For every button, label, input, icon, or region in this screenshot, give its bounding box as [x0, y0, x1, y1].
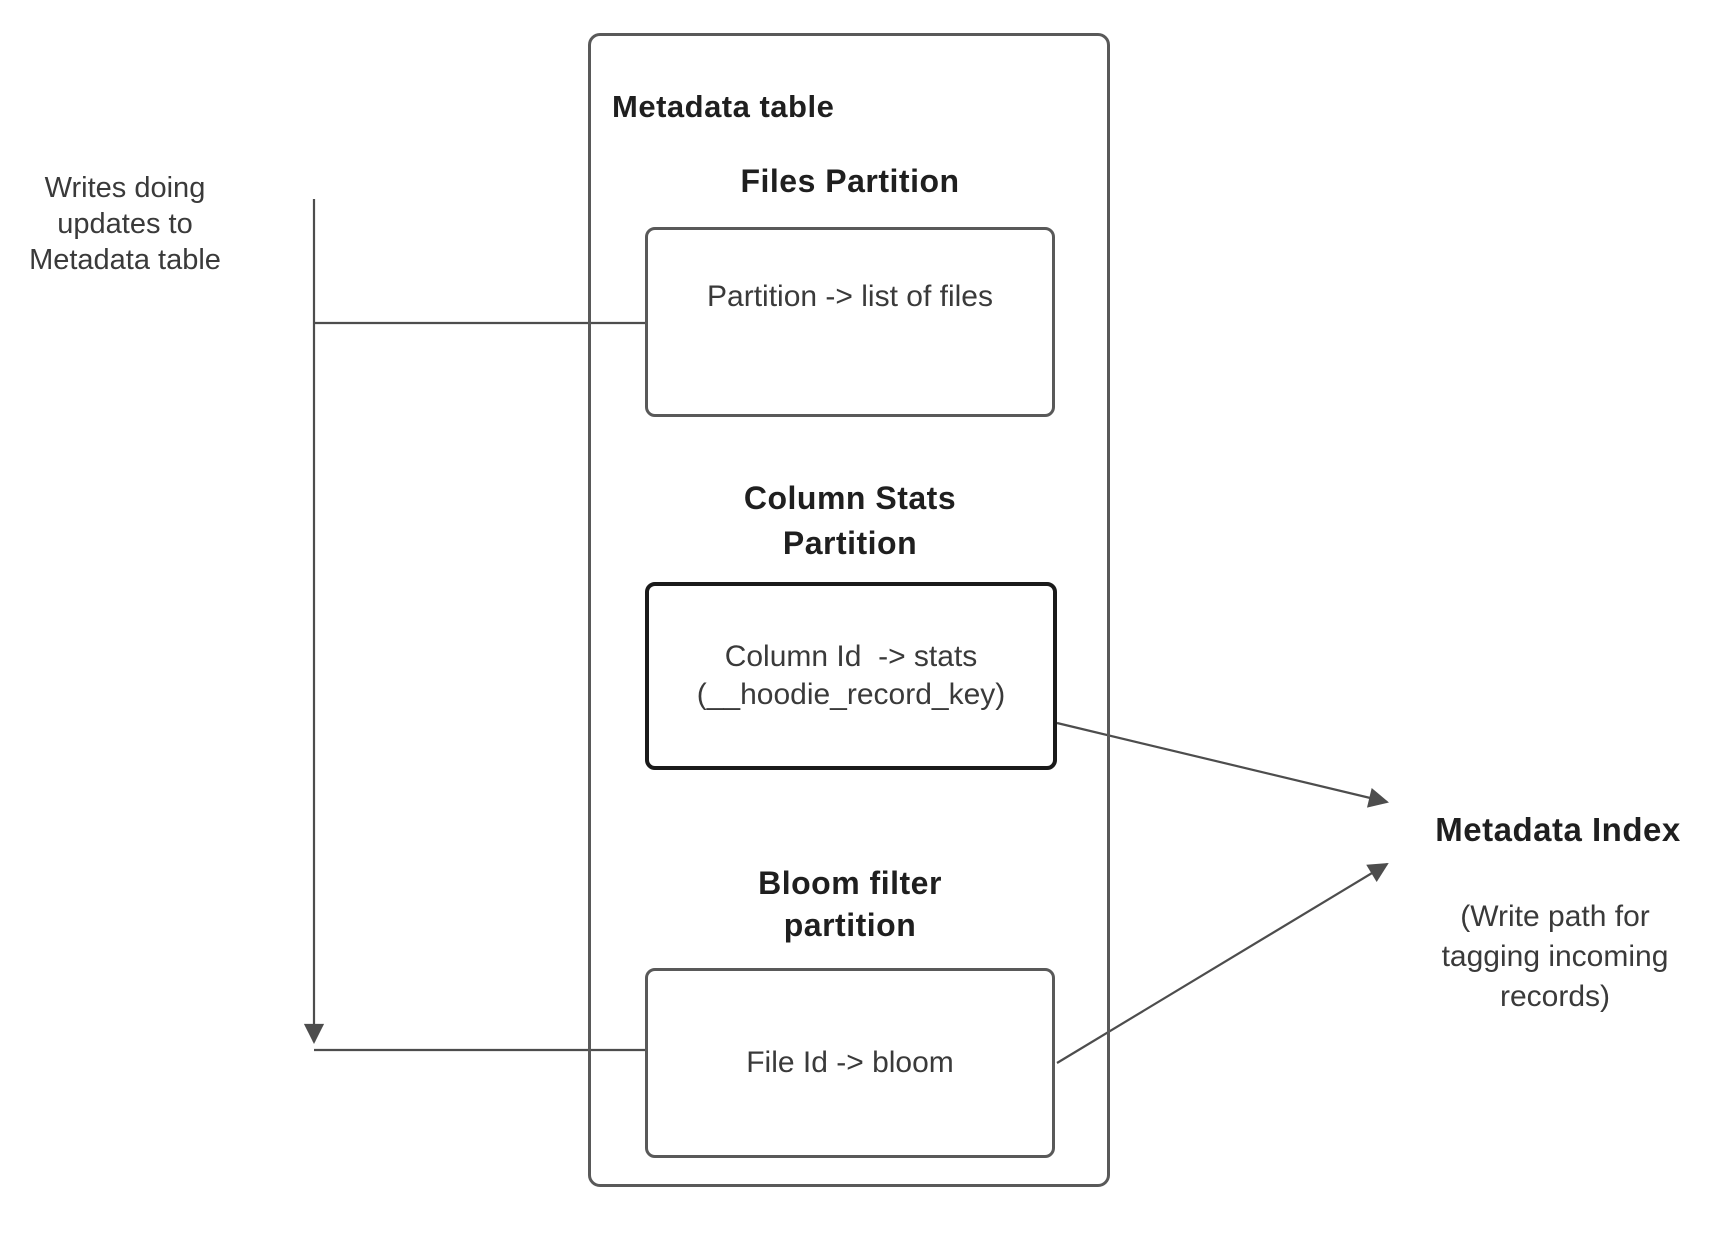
column-stats-to-index-arrow — [1056, 721, 1389, 808]
column-stats-partition-box-text: Column Id -> stats (__hoodie_record_key) — [696, 640, 1006, 711]
metadata-index-subtitle: (Write path for tagging incoming records… — [1441, 900, 1669, 1013]
files-partition-heading: Files Partition — [740, 163, 960, 199]
bloom-to-index-arrow — [1056, 862, 1389, 1064]
files-partition-box-text: Partition -> list of files — [707, 280, 993, 313]
column-stats-partition-box: Column Id -> stats (__hoodie_record_key) — [645, 582, 1057, 770]
bloom-filter-partition-box-text: File Id -> bloom — [746, 1046, 954, 1079]
metadata-index-title: Metadata Index — [1435, 811, 1681, 848]
files-partition-box: Partition -> list of files — [645, 227, 1055, 417]
bloom-filter-partition-box: File Id -> bloom — [645, 968, 1055, 1158]
metadata-table-container — [588, 33, 1110, 1187]
column-stats-partition-heading: Column Stats Partition — [743, 480, 957, 561]
metadata-table-title: Metadata table — [612, 89, 835, 124]
bloom-filter-partition-heading: Bloom filter partition — [758, 865, 942, 943]
writes-annotation: Writes doing updates to Metadata table — [29, 172, 221, 276]
